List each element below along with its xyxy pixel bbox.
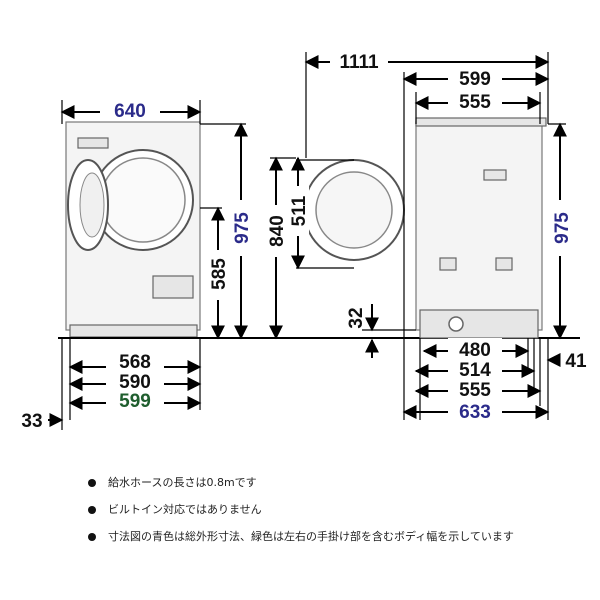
front-depth-590: 590 [119,372,151,393]
front-depth-568: 568 [119,352,151,373]
front-height-585: 585 [209,258,230,290]
door-inner [315,171,393,249]
note-item: ビルトイン対応ではありません [88,501,588,528]
dimension-drawing: 640 975 585 568 590 [21,50,587,432]
side-width-514: 514 [459,360,491,381]
side-drain [448,316,464,332]
side-width-480: 480 [459,340,491,361]
bullet-icon [88,533,96,541]
front-door-inner [79,172,105,238]
side-view: 1111 599 555 975 32 [304,50,587,423]
side-hose-hook-top [483,169,507,181]
front-depth-599: 599 [119,391,151,412]
side-top-rail [415,117,547,127]
side-hook-left [439,257,457,271]
bullet-icon [88,479,96,487]
bullet-icon [88,506,96,514]
front-machine-base [69,324,198,338]
note-item: 寸法図の青色は総外形寸法、緑色は左右の手掛け部を含むボディ幅を示しています [88,528,588,555]
door-height-511: 511 [289,195,310,226]
front-height-975: 975 [232,212,253,244]
front-lint-filter [152,275,194,299]
front-control-panel [77,137,109,149]
side-hook-right [495,257,513,271]
front-offset-33: 33 [21,411,42,432]
side-machine-base [419,309,539,339]
side-offset-41: 41 [565,351,587,372]
side-height-32: 32 [346,307,367,328]
front-door-glass [100,157,186,243]
door-height-840: 840 [267,215,288,247]
note-text: 寸法図の青色は総外形寸法、緑色は左右の手掛け部を含むボディ幅を示しています [108,530,514,543]
note-text: ビルトイン対応ではありません [108,503,262,516]
note-item: 給水ホースの長さは0.8mです [88,474,588,501]
side-width-599: 599 [459,69,491,90]
notes-list: 給水ホースの長さは0.8mです ビルトイン対応ではありません 寸法図の青色は総外… [88,474,588,555]
side-width-555-top: 555 [459,92,491,113]
side-height-975: 975 [552,212,573,244]
side-width-555-bottom: 555 [459,380,491,401]
note-text: 給水ホースの長さは0.8mです [108,476,257,489]
door-view: 840 511 [265,156,405,340]
side-machine-body [415,121,543,331]
front-view: 640 975 585 568 590 [21,97,580,432]
front-width-640: 640 [114,101,146,122]
side-overall-1111: 1111 [339,52,379,73]
side-width-633: 633 [459,402,491,423]
